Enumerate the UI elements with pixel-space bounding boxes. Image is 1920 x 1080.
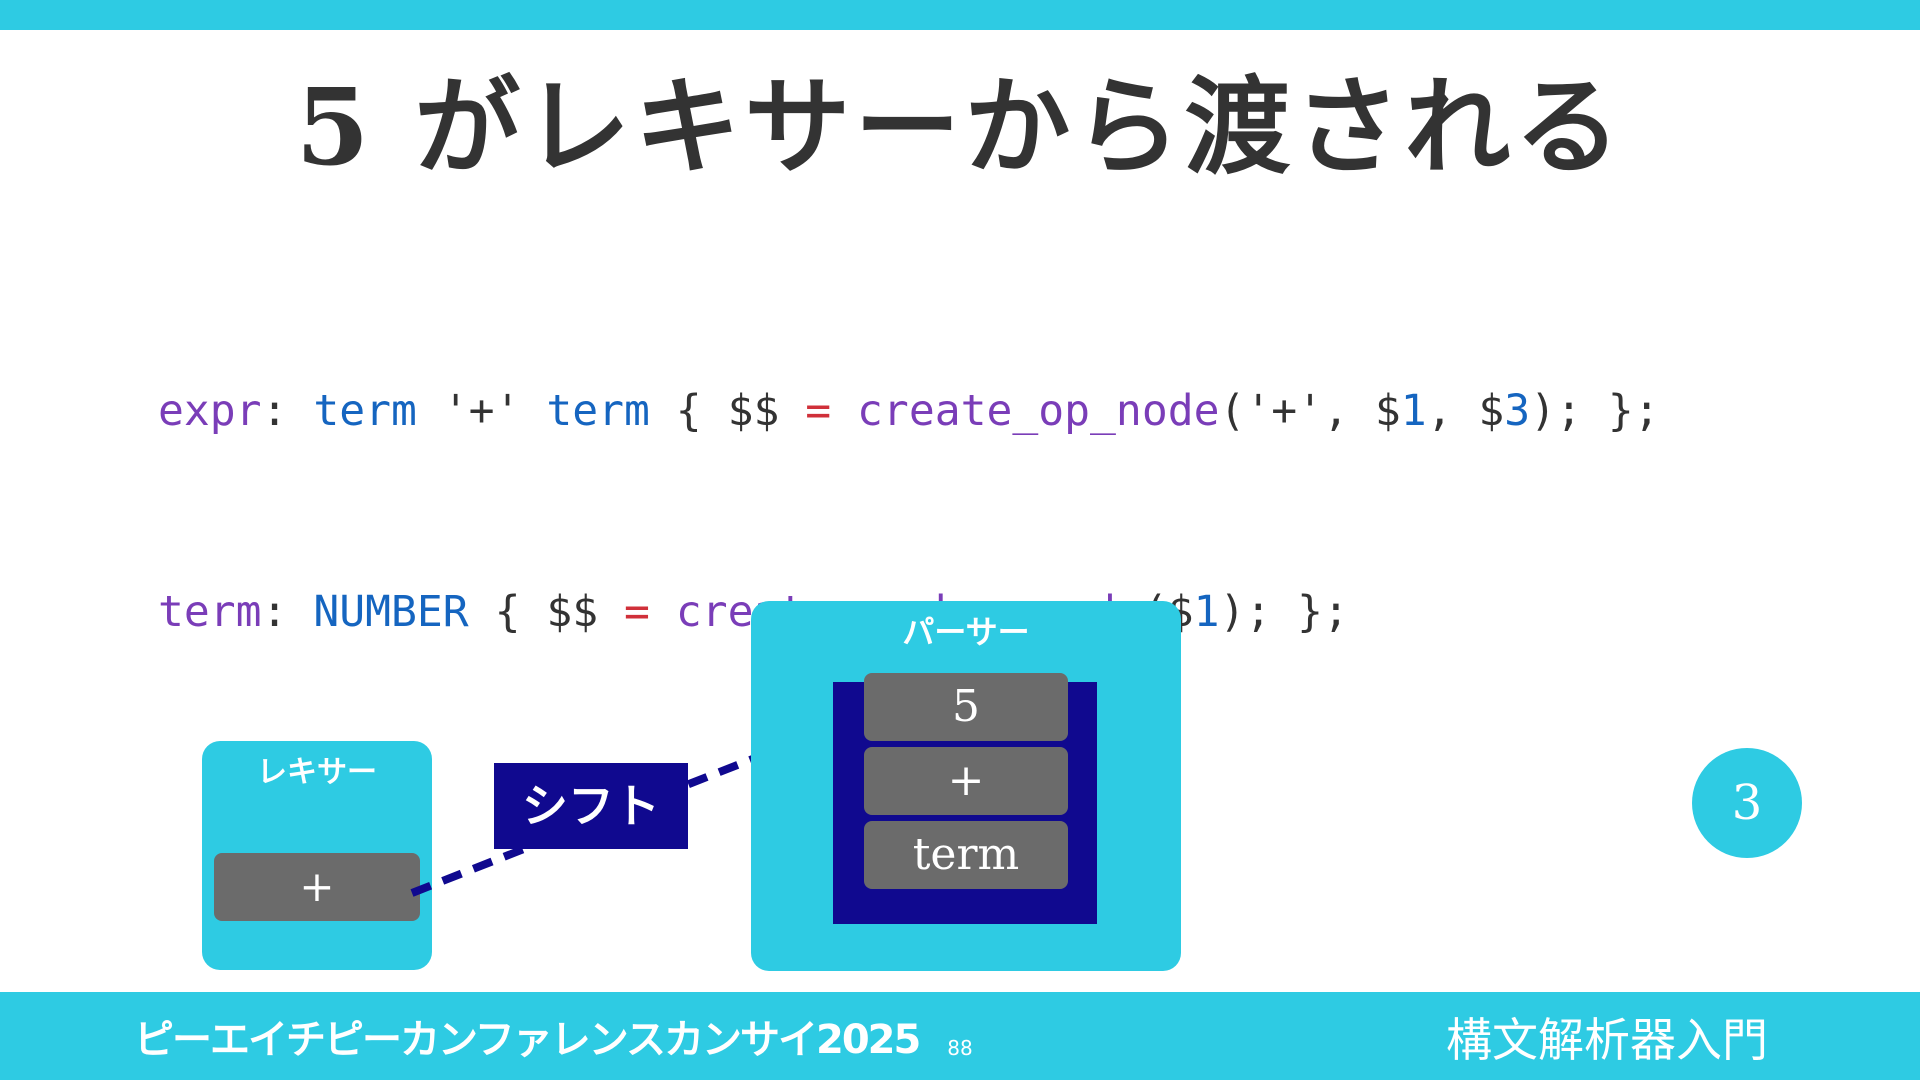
- code-token: ('+', $: [1219, 386, 1401, 436]
- code-token: ); };: [1530, 386, 1660, 436]
- parser-box: パーサー 5 + term: [751, 601, 1181, 971]
- code-token: create_op_node: [857, 386, 1220, 436]
- stack-item: 5: [864, 673, 1068, 741]
- code-token: term: [313, 386, 417, 436]
- code-token: =: [624, 587, 650, 637]
- code-token: =: [805, 386, 832, 436]
- code-token: :: [261, 587, 314, 637]
- code-token: { $$: [649, 386, 806, 436]
- code-token: expr: [158, 386, 262, 436]
- lexer-label: レキサー: [257, 755, 377, 790]
- code-token: ); };: [1219, 587, 1349, 637]
- top-accent-bar: [0, 0, 1920, 30]
- code-token: 1: [1193, 587, 1220, 637]
- code-token: 1: [1400, 386, 1427, 436]
- parser-label: パーサー: [902, 613, 1030, 651]
- code-token: , $: [1426, 386, 1505, 436]
- page-number: 88: [947, 1036, 973, 1060]
- lexer-box: レキサー +: [202, 741, 432, 970]
- code-token: '+': [416, 386, 547, 436]
- code-line-expr: expr: term '+' term { $$ = create_op_nod…: [158, 378, 1660, 445]
- code-token: 3: [1504, 386, 1531, 436]
- code-token: term: [158, 587, 262, 637]
- code-token: NUMBER: [313, 587, 469, 637]
- lexer-token: +: [214, 853, 420, 921]
- stack-item: term: [864, 821, 1068, 889]
- code-token: { $$: [468, 587, 625, 637]
- talk-title: 構文解析器入門: [1446, 1013, 1768, 1067]
- slide-title: 5 がレキサーから渡される: [295, 64, 1625, 189]
- code-token: :: [261, 386, 314, 436]
- code-token: term: [546, 386, 650, 436]
- step-badge: 3: [1692, 748, 1802, 858]
- stack-item: +: [864, 747, 1068, 815]
- shift-label: シフト: [494, 763, 688, 849]
- conference-logo-text: ピーエイチピーカンファレンスカンサイ2025: [134, 1017, 921, 1063]
- footer-bar: [0, 992, 1920, 1080]
